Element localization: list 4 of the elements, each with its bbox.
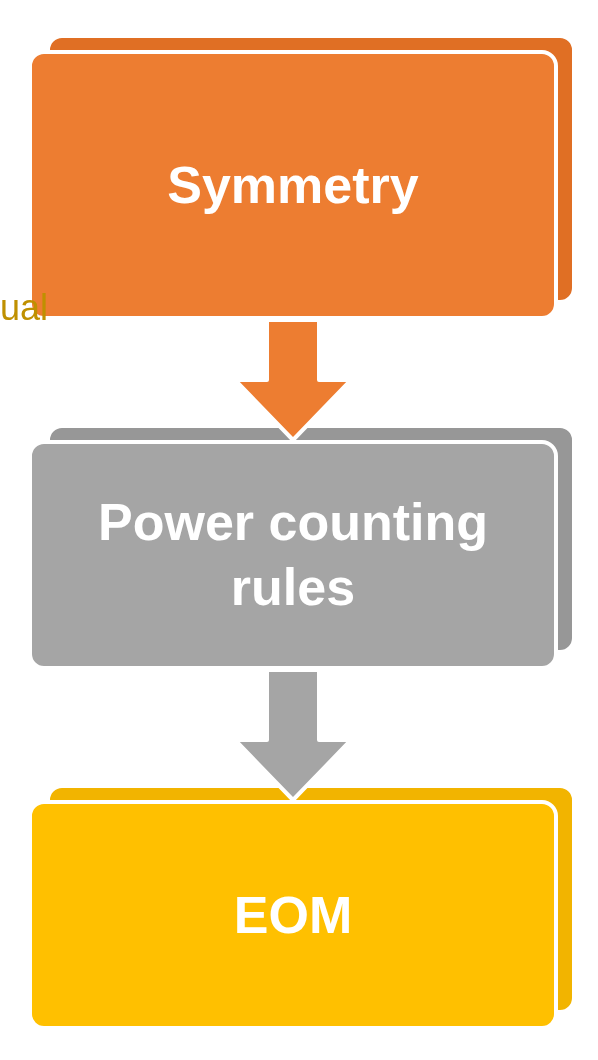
box-title: EOM xyxy=(233,884,353,946)
note-text: ual xyxy=(0,290,49,326)
box-title: Symmetry xyxy=(167,154,419,216)
box-title: Power counting rules xyxy=(97,492,489,618)
